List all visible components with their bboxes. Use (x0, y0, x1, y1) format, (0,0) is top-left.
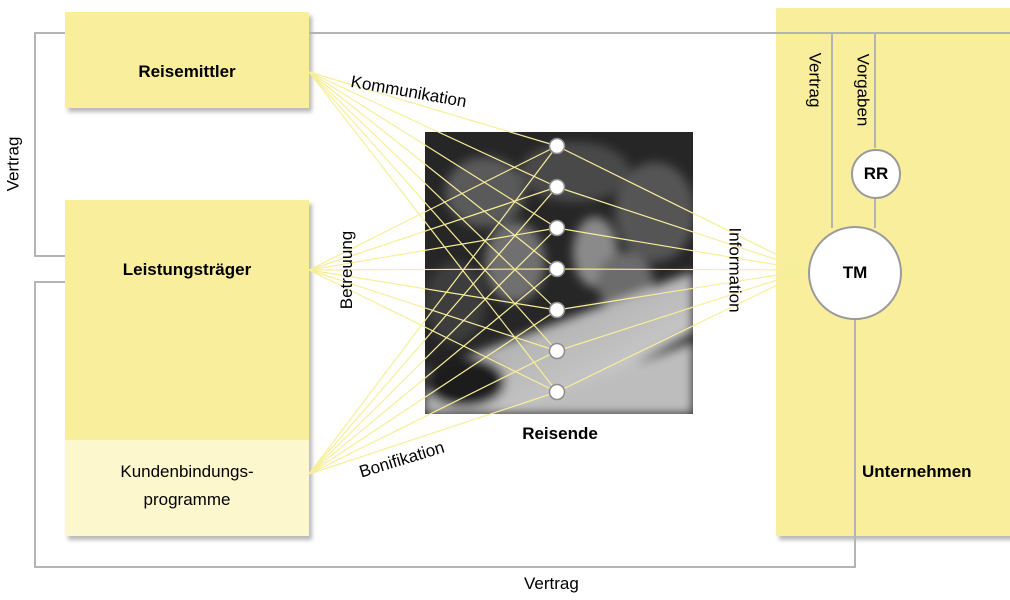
kundenbindung-label-line1: Kundenbindungs- (120, 462, 254, 481)
connector-line (308, 309, 558, 475)
kundenbindung-box (65, 440, 309, 536)
vertrag-bottom-label: Vertrag (524, 574, 579, 593)
connector-line (556, 269, 809, 352)
reisende-nodes (548, 137, 566, 401)
connector-line (556, 268, 809, 271)
vertrag-left-label: Vertrag (3, 136, 23, 192)
rr-node: RR (851, 149, 901, 199)
connector-line (556, 269, 809, 311)
connector-line (556, 269, 809, 393)
reisende-node (548, 260, 566, 278)
vertrag-bottom-line (34, 281, 856, 568)
reisende-node (548, 219, 566, 237)
reisende-node (548, 301, 566, 319)
connector-line (556, 186, 809, 271)
connector-line (556, 145, 809, 271)
connector-line (308, 186, 558, 475)
vertrag-right-label: Vertrag (805, 52, 825, 108)
reisemittler-box (65, 12, 309, 108)
reisende-node (548, 137, 566, 155)
betreuung-label: Betreuung (337, 230, 357, 310)
reisende-node (548, 178, 566, 196)
unternehmen-label: Unternehmen (862, 462, 972, 481)
connector-line (308, 145, 558, 271)
kundenbindung-label-line2: programme (143, 490, 231, 509)
reisende-node (548, 383, 566, 401)
vorgaben-label: Vorgaben (853, 53, 873, 127)
connector-line (308, 145, 558, 475)
connector-line (308, 71, 558, 147)
leistungstraeger-label: Leistungsträger (122, 260, 252, 279)
connector-line (308, 71, 558, 229)
reisende-label: Reisende (522, 424, 598, 443)
connector-line (308, 71, 558, 270)
tm-label: TM (842, 263, 868, 282)
reisende-node (548, 342, 566, 360)
connector-line (308, 268, 558, 475)
connector-line (308, 391, 558, 475)
connector-line (308, 227, 558, 475)
connector-line (308, 71, 558, 188)
vertrag-left-line (34, 32, 65, 257)
rr-label: RR (863, 164, 889, 183)
connector-line (308, 71, 558, 352)
connector-line (308, 71, 558, 393)
information-label: Information (725, 227, 745, 313)
tm-node: TM (808, 226, 902, 320)
connector-line (556, 227, 809, 271)
relation-mesh (308, 71, 809, 475)
reisemittler-label: Reisemittler (138, 62, 236, 81)
connector-line (308, 350, 558, 475)
connector-line (308, 71, 558, 311)
